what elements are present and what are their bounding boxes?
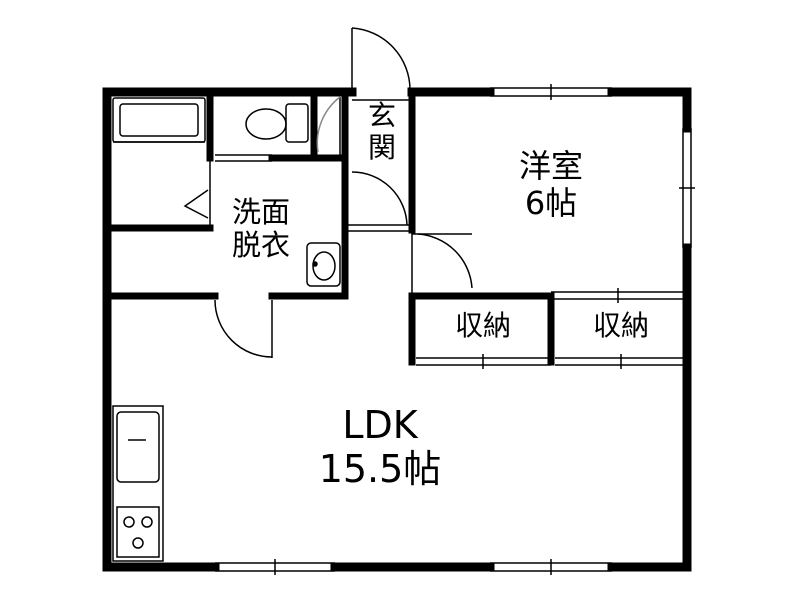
ldk-line2: 15.5帖: [318, 446, 442, 491]
room-ldk-label: LDK 15.5帖: [290, 403, 470, 491]
toilet: [245, 103, 309, 143]
interior-walls: [103, 88, 691, 366]
window-top: [490, 84, 612, 100]
bathtub: [112, 97, 206, 143]
washroom-line1: 洗面: [231, 195, 290, 229]
window-bottom-right: [490, 559, 612, 575]
room-genkan-label: 玄 関: [357, 99, 407, 165]
windows: [215, 84, 695, 575]
washing-machine-marker: [183, 189, 209, 219]
western-line2: 6帖: [524, 183, 578, 222]
window-right: [679, 128, 695, 248]
ldk-line1: LDK: [342, 403, 418, 447]
entrance-door: [351, 27, 412, 101]
door-wc: [316, 96, 341, 156]
thin-partitions: [209, 154, 687, 369]
door-washroom: [214, 299, 273, 358]
genkan-line1: 玄: [367, 99, 396, 132]
washroom-line2: 脱衣: [231, 228, 290, 263]
storage2-text: 収納: [592, 309, 649, 342]
genkan-line2: 関: [367, 131, 396, 165]
door-genkan-step: [351, 171, 408, 226]
room-storage2-label: 収納: [558, 309, 684, 342]
washbasin: [306, 242, 341, 287]
storage1-text: 収納: [454, 309, 511, 342]
room-washroom-label: 洗面 脱衣: [218, 195, 304, 263]
doors: [214, 96, 473, 358]
kitchen-counter: [112, 405, 164, 562]
window-bottom-left: [215, 559, 335, 575]
room-storage1-label: 収納: [420, 309, 546, 342]
room-western-label: 洋室 6帖: [486, 148, 616, 222]
door-western: [412, 233, 473, 289]
fixtures: [112, 97, 341, 562]
western-line1: 洋室: [518, 147, 583, 185]
